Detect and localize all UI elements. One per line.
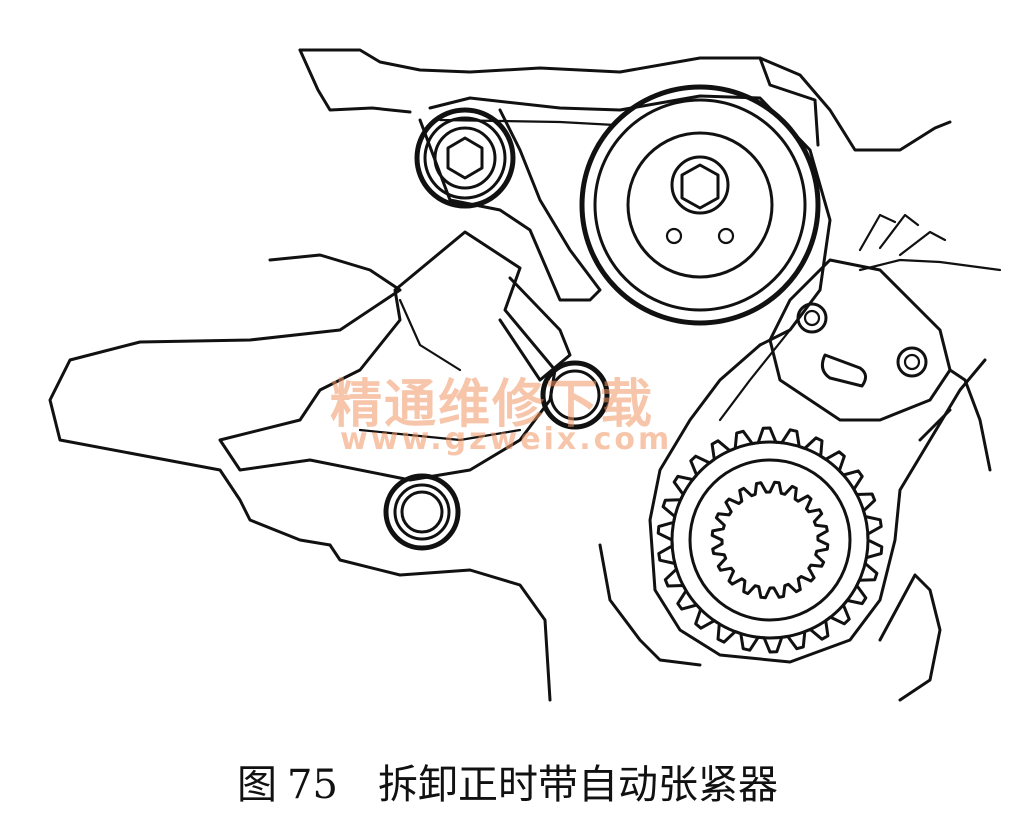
lower-mount-bolt xyxy=(383,473,461,551)
lower-housing-outline xyxy=(328,543,552,702)
crankshaft-sprocket xyxy=(656,426,884,654)
right-upper-edge xyxy=(758,56,820,147)
tensioner-rod xyxy=(498,276,572,382)
watermark-url: www.gzweix.com xyxy=(340,422,673,457)
bracket-slot xyxy=(820,353,867,388)
figure-number: 75 xyxy=(287,762,338,808)
figure-title: 拆卸正时带自动张紧器 xyxy=(377,762,778,808)
belt-lower-run xyxy=(648,343,987,664)
middle-mount-bolt xyxy=(540,360,610,430)
right-edge xyxy=(918,368,992,472)
belt-inner-line xyxy=(438,118,617,127)
bracket-hole-lower xyxy=(896,346,928,378)
bracket-hole-upper xyxy=(796,302,828,334)
figure-prefix: 图 xyxy=(237,762,278,808)
wiring-harness xyxy=(858,213,1002,272)
sprocket-teeth xyxy=(656,426,884,654)
upper-left-edge xyxy=(298,48,412,114)
tensioner-body-detail xyxy=(358,298,522,442)
tensioner-pulley xyxy=(579,84,821,326)
timing-belt-tensioner-drawing xyxy=(48,48,1002,702)
right-bracket xyxy=(768,258,952,422)
watermark-text: 精通维修下载 xyxy=(330,375,655,435)
upper-housing-outline xyxy=(298,48,952,152)
line-drawing xyxy=(48,48,1002,702)
lower-right-cover xyxy=(598,543,942,702)
idler-pulley-bolt xyxy=(414,107,516,209)
tensioner-arm xyxy=(418,108,602,302)
left-bracket xyxy=(48,253,402,547)
sprocket-spline xyxy=(710,480,830,600)
